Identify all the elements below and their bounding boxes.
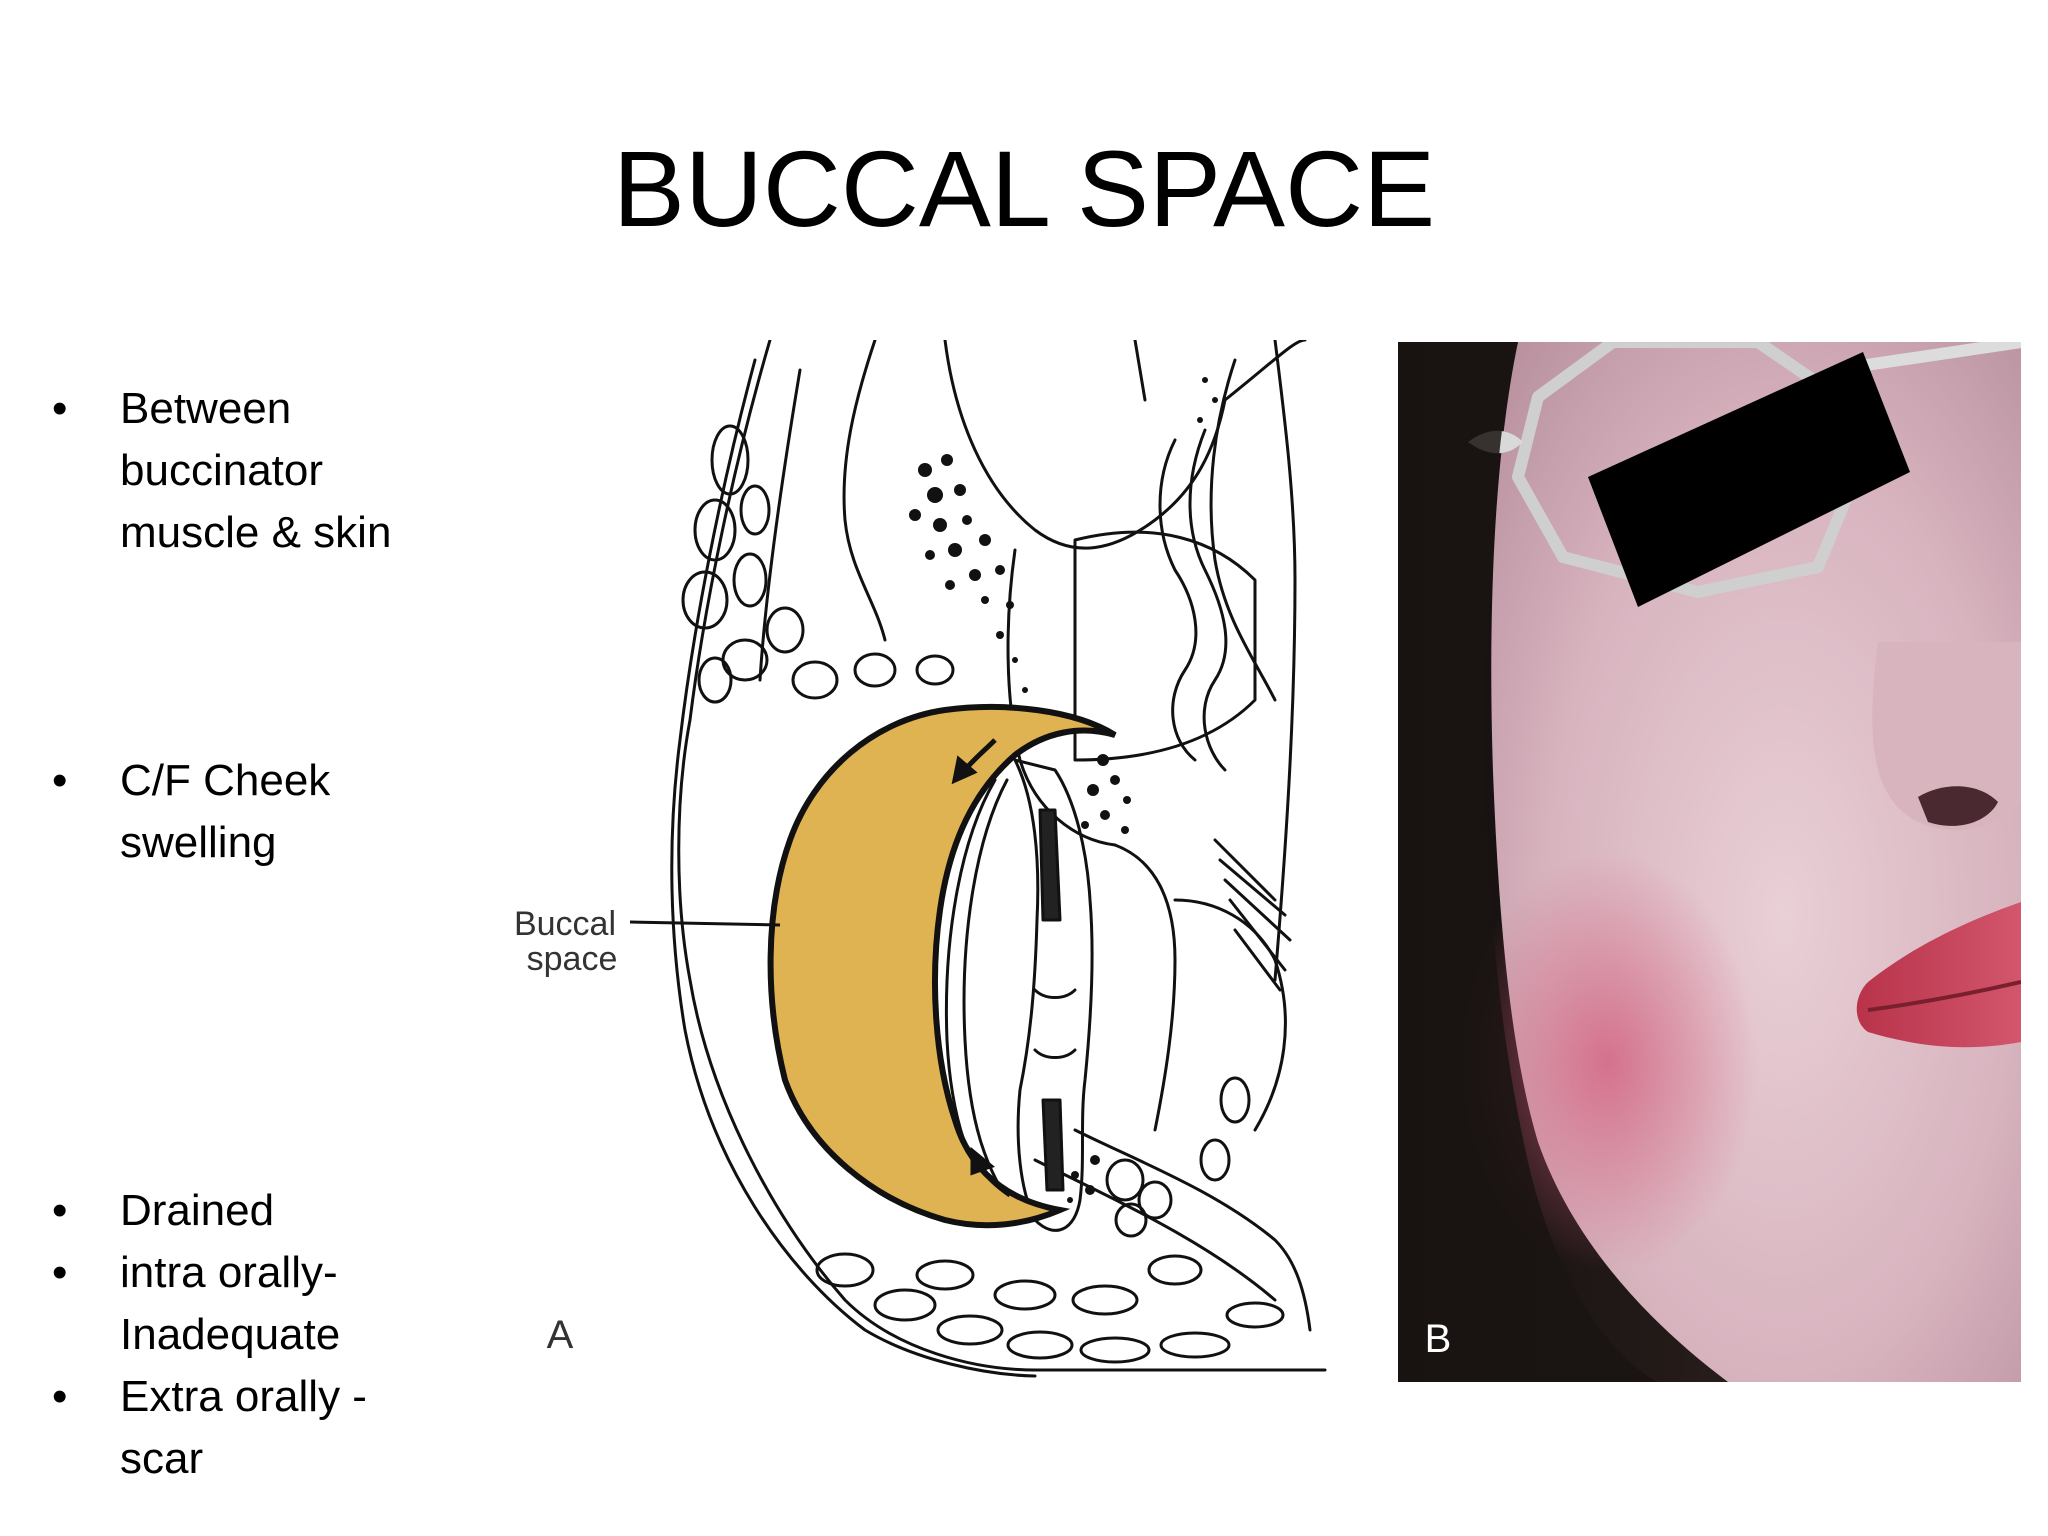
bullet-marker: • <box>52 756 68 805</box>
buccal-space-label-line1: Buccal <box>515 905 616 943</box>
bullet-item: • C/F Cheek swelling <box>52 750 452 874</box>
slide-title: BUCCAL SPACE <box>612 128 1436 249</box>
panel-letter-a: A <box>547 1313 574 1357</box>
bullet-marker: • <box>52 384 68 433</box>
bullet-text: Drained <box>120 1186 275 1235</box>
clinical-photo: B <box>1398 342 2021 1382</box>
eyeglasses <box>1512 342 2021 598</box>
bullet-list: • Between buccinator muscle & skin • C/F… <box>0 0 470 1536</box>
panel-letter-b: B <box>1425 1317 1452 1361</box>
buccal-space-diagram: Buccal space A <box>515 340 1327 1378</box>
lips <box>1856 902 2021 1048</box>
bullet-marker: • <box>52 1186 68 1235</box>
bullet-item: • Extra orally - scar <box>52 1366 452 1490</box>
bullet-text: Between buccinator muscle & skin <box>120 384 392 557</box>
bullet-text: Extra orally - scar <box>120 1372 367 1483</box>
buccal-space-label-line2: space <box>527 940 618 978</box>
bullet-item: • Between buccinator muscle & skin <box>52 378 452 564</box>
bullet-item: • intra orally- Inadequate <box>52 1242 452 1366</box>
cheek-swelling <box>1458 852 1758 1272</box>
bullet-marker: • <box>52 1248 68 1297</box>
bullet-item: • Drained <box>52 1180 452 1242</box>
bullet-text: intra orally- Inadequate <box>120 1248 341 1359</box>
bullet-marker: • <box>52 1372 68 1421</box>
eye-censor-bar <box>1588 352 1910 607</box>
bullet-text: C/F Cheek swelling <box>120 756 331 867</box>
